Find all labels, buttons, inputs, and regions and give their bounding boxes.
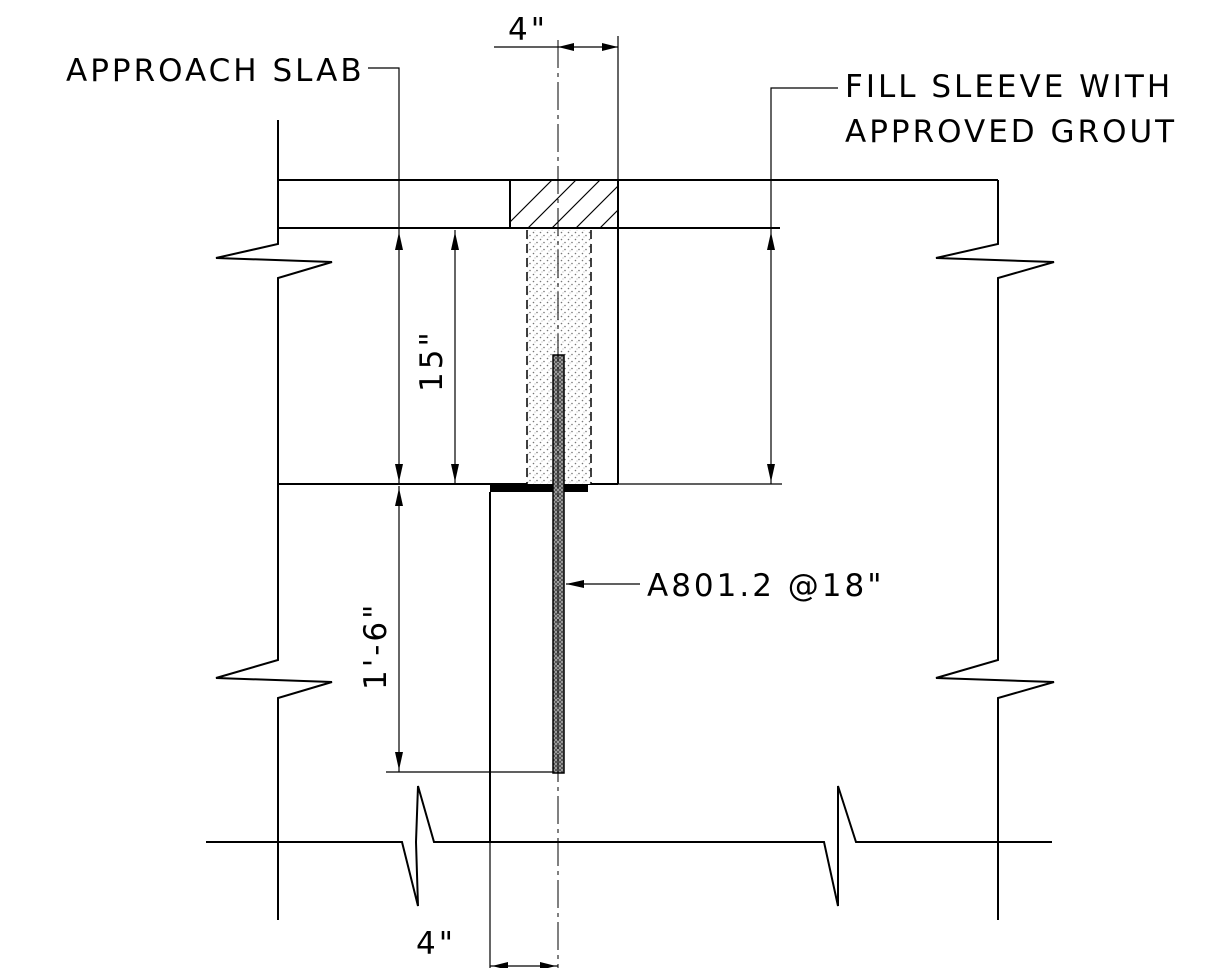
approach-slab: [278, 179, 998, 229]
bottom-break-line: [206, 785, 1052, 907]
left-break-line: [215, 120, 333, 920]
sleeve-cap-hatch: [509, 179, 619, 229]
dim-slab-depth-label: 15": [414, 329, 450, 392]
dim-slab-depth: 15": [414, 230, 459, 484]
bearing-plate: [490, 484, 588, 492]
bar-callout-label: A801.2 @18": [647, 568, 885, 604]
approach-slab-label: APPROACH SLAB: [66, 53, 365, 89]
bar-callout: A801.2 @18": [566, 568, 885, 604]
dim-bottom-width: 4": [416, 842, 558, 968]
approach-slab-leader: APPROACH SLAB: [66, 53, 403, 484]
dim-top-width-label: 4": [508, 12, 548, 48]
fill-sleeve-label-line1: FILL SLEEVE WITH: [845, 69, 1173, 105]
dim-bottom-width-label: 4": [416, 926, 456, 962]
dim-embed-length-label: 1'-6": [358, 602, 394, 690]
dim-top-width: 4": [494, 12, 619, 180]
right-break-line: [935, 180, 1055, 920]
fill-sleeve-leader: FILL SLEEVE WITH APPROVED GROUT: [767, 69, 1177, 484]
dim-embed-length: 1'-6": [358, 486, 553, 773]
fill-sleeve-label-line2: APPROVED GROUT: [845, 114, 1177, 150]
